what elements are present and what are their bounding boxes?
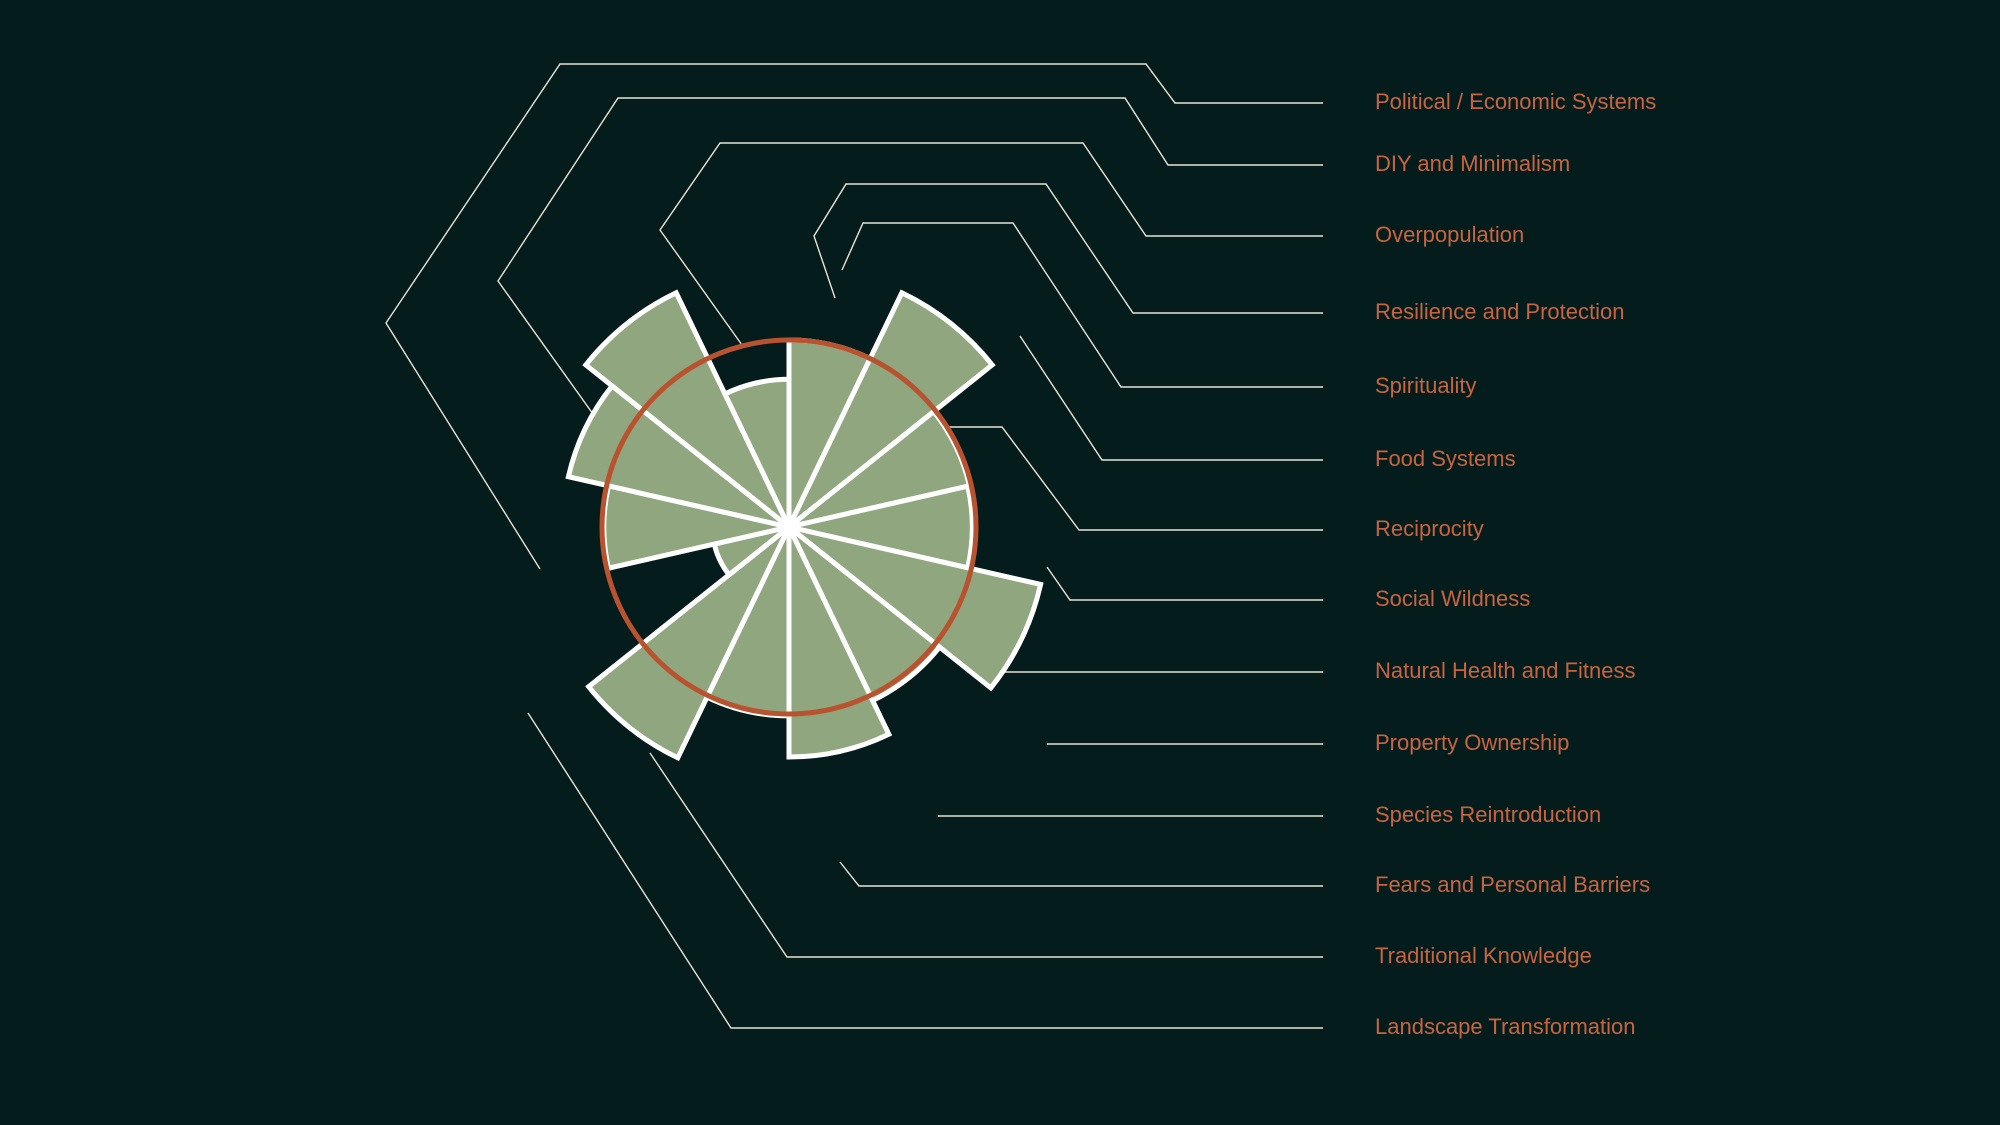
legend-label-overpopulation: Overpopulation	[1375, 222, 1524, 247]
legend-label-fears-and-personal-barriers: Fears and Personal Barriers	[1375, 872, 1650, 897]
wedge-spirituality	[787, 524, 1044, 692]
leader-line-social-wildness	[1046, 566, 1323, 601]
legend-label-traditional-knowledge: Traditional Knowledge	[1375, 943, 1592, 968]
legend-label-resilience-and-protection: Resilience and Protection	[1375, 299, 1624, 324]
leader-line-resilience-and-protection	[813, 183, 1323, 314]
wedge-diy-and-minimalism	[786, 289, 996, 529]
legend-label-reciprocity: Reciprocity	[1375, 516, 1484, 541]
legend-label-species-reintroduction: Species Reintroduction	[1375, 802, 1601, 827]
legend-label-natural-health-and-fitness: Natural Health and Fitness	[1375, 658, 1635, 683]
wedge-landscape-transformation	[721, 376, 792, 529]
leader-line-reciprocity	[946, 426, 1323, 531]
leader-line-spirituality	[841, 222, 1323, 388]
leader-line-landscape-transformation	[527, 712, 1323, 1029]
leader-line-fears-and-personal-barriers	[839, 861, 1323, 887]
leader-line-diy-and-minimalism	[497, 97, 1323, 443]
wedge-natural-health-and-fitness	[585, 525, 792, 762]
legend-label-landscape-transformation: Landscape Transformation	[1375, 1014, 1636, 1039]
leader-line-traditional-knowledge	[649, 752, 1323, 958]
legend-label-political-economic-systems: Political / Economic Systems	[1375, 89, 1656, 114]
leader-lines	[385, 63, 1323, 1029]
legend-label-food-systems: Food Systems	[1375, 446, 1516, 471]
legend-label-spirituality: Spirituality	[1375, 373, 1476, 398]
leader-line-overpopulation	[659, 142, 1323, 346]
legend-label-property-ownership: Property Ownership	[1375, 730, 1569, 755]
legend-label-social-wildness: Social Wildness	[1375, 586, 1530, 611]
legend-label-diy-and-minimalism: DIY and Minimalism	[1375, 151, 1570, 176]
leader-line-political-economic-systems	[385, 63, 1323, 570]
reference-ring	[599, 337, 979, 717]
wedges	[565, 289, 1044, 762]
leader-line-food-systems	[1019, 335, 1323, 461]
wedge-traditional-knowledge	[582, 289, 792, 529]
reference-ring-circle	[599, 337, 979, 717]
